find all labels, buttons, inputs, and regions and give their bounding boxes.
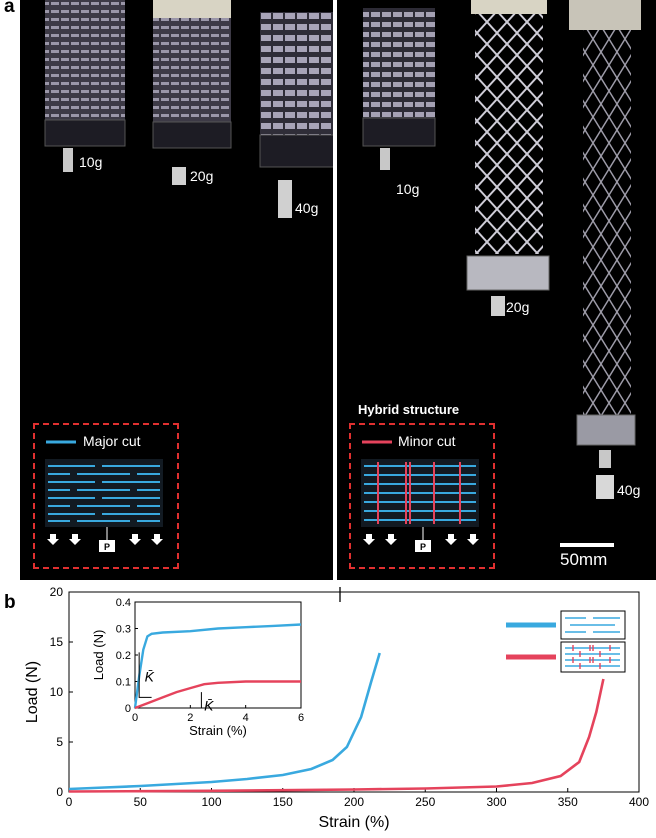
main-x-tick-label: 250 [415,795,435,809]
main-y-axis-label: Load (N) [24,661,41,723]
left-legend-box [33,423,179,569]
hybrid-strip-2 [475,14,543,254]
main-x-tick-label: 350 [558,795,578,809]
inset-x-tick-label: 0 [132,712,138,724]
left-load-marker-box [99,540,115,552]
major-cut-lines [48,465,160,522]
hybrid-strip-1 [363,8,435,123]
right-legend-svg: P [361,440,479,552]
inset-series-line-2 [134,680,301,710]
major-cut-sheet [45,459,163,527]
left-weight-1-label: 10g [79,154,103,170]
inset-x-tick-label: 6 [298,712,304,724]
left-load-arrows [47,534,163,545]
right-load-marker-box [415,540,431,552]
right-load-arrows [363,534,479,545]
inset-y-tick-label: 0 [125,703,131,715]
right-weight-2-label: 20g [506,299,530,315]
main-series-line-1 [68,652,381,791]
strip-2 [153,18,231,128]
main-y-tick-label: 0 [56,785,63,799]
strip-3 [260,12,336,147]
inset-y-tick-label: 0.2 [116,650,131,662]
panel-b-letter: b [4,592,16,613]
main-x-tick-label: 150 [273,795,293,809]
right-weight-1-label: 10g [396,181,420,197]
scale-bar-label: 50mm [560,550,608,569]
scale-bar-line [560,543,614,547]
inset-y-tick-label: 0.1 [116,677,131,689]
right-load-marker: P [420,542,426,552]
main-y-tick-label: 20 [50,585,64,599]
inset-y-axis-label: Load (N) [91,630,106,681]
inset-x-axis-label: Strain (%) [189,723,247,738]
weight-1 [63,148,73,172]
main-x-tick-label: 400 [629,795,649,809]
minor-cut-label: Minor cut [398,433,456,449]
inset-stiffness-triangle-1 [138,652,152,698]
inset-y-tick-label: 0.3 [116,624,131,636]
weight-2 [172,167,186,185]
main-x-axis-label: Strain (%) [318,814,389,831]
inset-background [88,594,308,744]
inset-series-line-1 [133,623,302,709]
left-weight-2-label: 20g [190,168,214,184]
inset-annotation-k2: K̄ [204,698,214,714]
main-series-line-2 [68,678,605,793]
inset-x-tick-label: 4 [243,712,249,724]
right-photo-svg [362,0,641,499]
weight-3 [278,180,292,218]
hybrid-strip-3 [583,30,631,415]
left-weight-3-label: 40g [295,200,319,216]
right-photo [337,0,656,580]
left-load-marker: P [104,542,110,552]
inset-x-tick-label: 2 [187,712,193,724]
hybrid-clamp-2 [466,255,550,291]
inset-stiffness-triangle-2 [162,692,202,709]
hybrid-structure-title: Hybrid structure [358,402,460,417]
right-legend-box [349,423,495,569]
panel-a-letter: a [4,0,15,17]
clamp-1 [44,119,126,147]
main-y-tick-label: 10 [50,685,64,699]
inset-y-tick-label: 0.4 [116,597,131,609]
main-x-tick-label: 300 [486,795,506,809]
main-x-tick-label: 200 [344,795,364,809]
main-x-tick-label: 100 [201,795,221,809]
right-weight-3-label: 40g [617,482,641,498]
major-cut-label: Major cut [83,433,141,449]
inset-annotation-k1: K̄ [145,669,155,685]
main-y-tick-label: 15 [50,635,64,649]
main-x-tick-label: 0 [66,795,73,809]
main-x-tick-label: 50 [134,795,148,809]
minor-cut-lines [377,462,461,524]
left-legend-svg: P [45,440,163,552]
hybrid-major-lines [364,465,476,521]
left-photo-svg [44,0,337,218]
main-y-tick-label: 5 [56,735,63,749]
strip-1 [45,0,125,130]
